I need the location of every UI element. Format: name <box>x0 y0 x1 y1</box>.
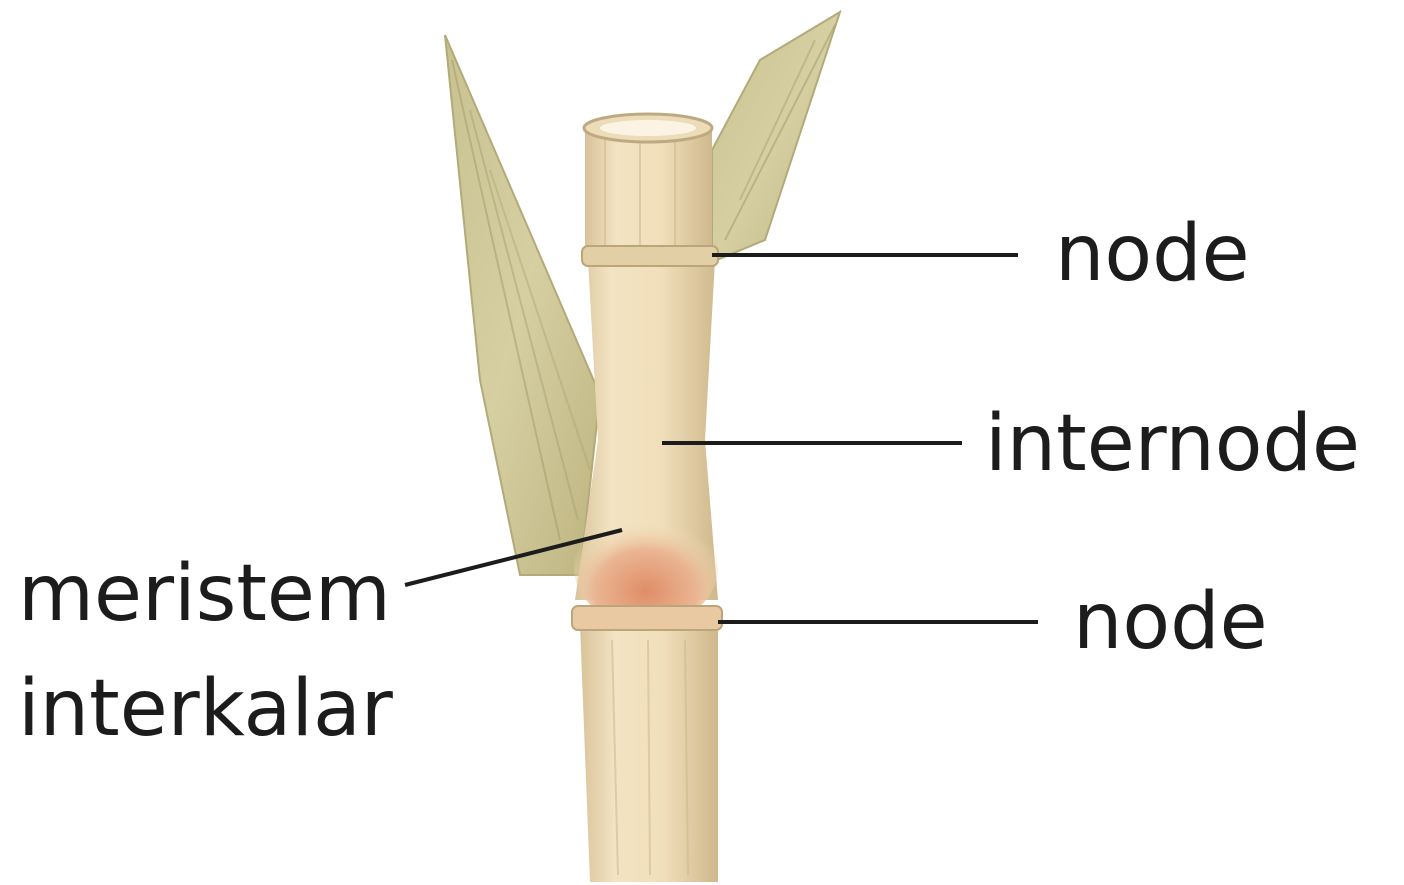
right-leaf <box>712 12 840 262</box>
stem <box>575 130 718 882</box>
internode-label: internode <box>985 399 1360 489</box>
left-leaf <box>445 35 600 575</box>
upper-node <box>582 246 718 266</box>
meristem-label-line2: interkalar <box>18 664 394 754</box>
node-bottom-label: node <box>1073 577 1268 667</box>
node-top-label: node <box>1055 209 1250 299</box>
meristem-label-line1: meristem <box>18 549 391 639</box>
lower-node <box>572 606 722 630</box>
